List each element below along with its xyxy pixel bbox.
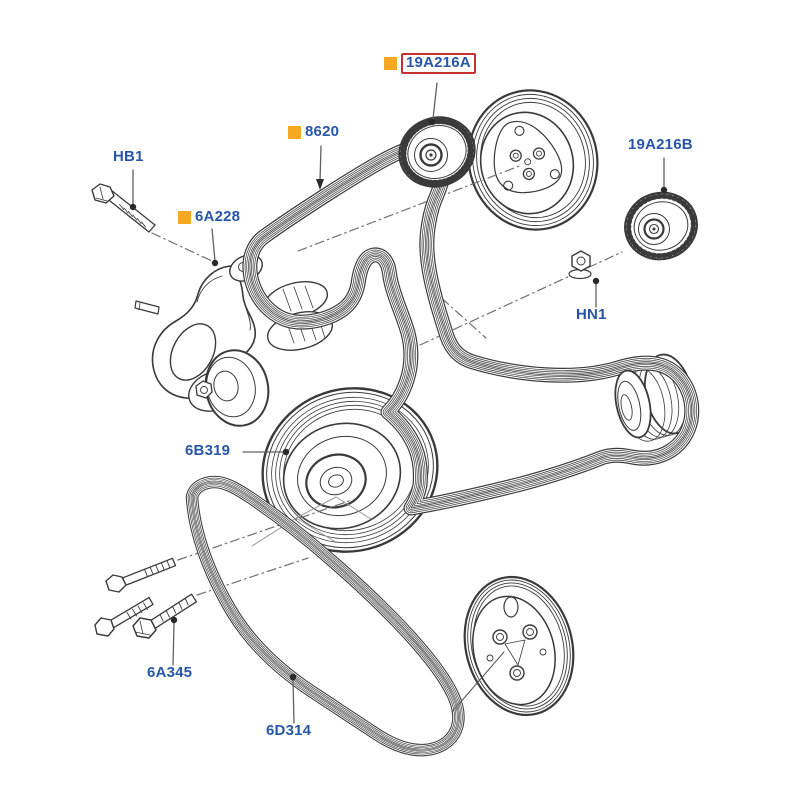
part-label-6D314[interactable]: 6D314 — [266, 722, 312, 739]
highlight-box: 19A216A — [401, 53, 476, 74]
part-label-8620[interactable]: 8620 — [305, 123, 340, 140]
leader-lines — [129, 82, 668, 724]
orange-marker — [288, 125, 301, 139]
orange-marker — [178, 210, 191, 224]
part-label-6A228-group: 6A228 — [178, 208, 241, 226]
bolt-hb1 — [91, 183, 156, 233]
nut-hn1 — [568, 250, 592, 280]
idler-pulley-19a216b — [624, 191, 698, 261]
belt-tensioner — [134, 254, 334, 427]
bolts-6a345 — [94, 557, 198, 639]
idler-pulley-19a216a — [398, 116, 476, 188]
right-pulley-flange — [614, 369, 652, 439]
orange-marker — [384, 56, 397, 70]
ghost-lines — [251, 496, 372, 547]
part-label-6A228[interactable]: 6A228 — [195, 208, 241, 225]
power-steering-pulley — [451, 575, 575, 717]
part-label-19A216A[interactable]: 19A216A — [406, 54, 471, 71]
part-label-19A216B[interactable]: 19A216B — [628, 136, 693, 153]
part-label-HB1[interactable]: HB1 — [113, 148, 144, 165]
part-label-6A345[interactable]: 6A345 — [147, 664, 193, 681]
ac-clutch-face — [479, 111, 575, 215]
part-label-8620-group: 8620 — [288, 123, 340, 141]
part-label-6B319[interactable]: 6B319 — [185, 442, 231, 459]
part-label-HN1[interactable]: HN1 — [576, 306, 607, 323]
part-label-19A216A-group: 19A216A — [384, 53, 476, 74]
crank-pulley — [261, 387, 439, 553]
